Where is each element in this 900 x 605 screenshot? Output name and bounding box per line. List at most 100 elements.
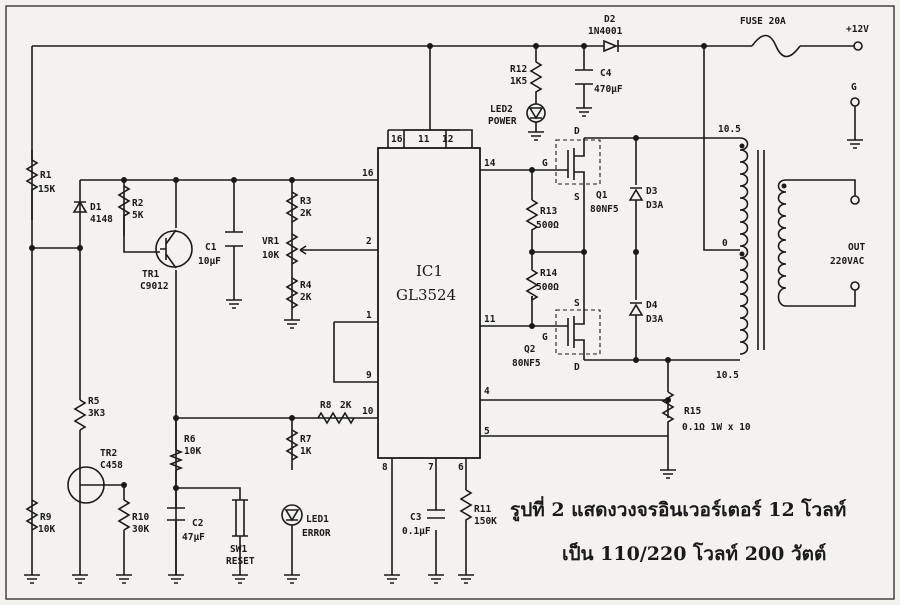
c2-label: C2 <box>192 518 203 529</box>
mosfet2-gate-label: G <box>542 332 548 343</box>
r2-label: R2 <box>132 198 143 209</box>
r6-label: R6 <box>184 434 196 445</box>
tr2-label: TR2 <box>100 448 117 459</box>
r10-label: R10 <box>132 512 149 523</box>
ic1-pin-13: 12 <box>442 134 453 145</box>
led-symbols <box>281 103 546 526</box>
ic1-pin-7: 7 <box>428 462 434 473</box>
d4-label: D4 <box>646 300 658 311</box>
r2-value: 5K <box>132 210 144 221</box>
led2-value: POWER <box>488 116 517 127</box>
tr1-label: TR1 <box>142 269 159 280</box>
ic1-pin-4: 4 <box>484 386 490 397</box>
tr1-value: C9012 <box>140 281 169 292</box>
ic1-label: IC1 <box>416 262 443 280</box>
transformer-symbol <box>739 137 787 355</box>
d1-label: D1 <box>90 202 102 213</box>
ic1-pin-2: 2 <box>366 236 372 247</box>
r7-value: 1K <box>300 446 312 457</box>
d2-label: D2 <box>604 14 615 25</box>
ic1-pin-5: 5 <box>484 426 490 437</box>
r3-value: 2K <box>300 208 312 219</box>
r12-label: R12 <box>510 64 527 75</box>
ic1-pin-6: 6 <box>458 462 464 473</box>
tr2-value: C458 <box>100 460 123 471</box>
ground-symbols <box>24 107 863 584</box>
capacitor-symbols <box>167 69 593 575</box>
q1-label: Q1 <box>596 190 608 201</box>
vr1-wiper-arrow <box>299 245 307 255</box>
transformer-top-tap: 10.5 <box>718 124 741 135</box>
r10-value: 30K <box>132 524 149 535</box>
mosfet-symbols <box>555 138 601 360</box>
led2-label: LED2 <box>490 104 513 115</box>
r12-value: 1K5 <box>510 76 527 87</box>
ic1-body <box>377 147 481 459</box>
ic1-top-pin-box <box>387 129 473 148</box>
mosfet2-drain-label: D <box>574 362 580 373</box>
r11-label: R11 <box>474 504 491 515</box>
led1-value: ERROR <box>302 528 331 539</box>
resistor-symbols <box>25 61 675 535</box>
d1-value: 4148 <box>90 214 113 225</box>
transformer-bottom-tap: 10.5 <box>716 370 739 381</box>
r4-value: 2K <box>300 292 312 303</box>
q1-value: 80NF5 <box>590 204 619 215</box>
c3-value: 0.1µF <box>402 526 431 537</box>
junction-dots <box>29 43 707 491</box>
c1-label: C1 <box>205 242 217 253</box>
d3-label: D3 <box>646 186 658 197</box>
c1-value: 10µF <box>198 256 221 267</box>
q2-label: Q2 <box>524 344 535 355</box>
ic1-part-number: GL3524 <box>396 286 456 304</box>
r13-label: R13 <box>540 206 557 217</box>
ic1-pin-14: 14 <box>484 158 496 169</box>
out-voltage-label: 220VAC <box>830 256 865 267</box>
diode-symbols <box>72 39 644 316</box>
d3-value: D3A <box>646 200 663 211</box>
r1-value: 15K <box>38 184 55 195</box>
r9-label: R9 <box>40 512 52 523</box>
ic1-pin-15: 16 <box>391 134 403 145</box>
ic1-pin-11: 11 <box>484 314 496 325</box>
r11-value: 150K <box>474 516 497 527</box>
r8-label: R8 <box>320 400 332 411</box>
terminal-circles <box>850 41 863 291</box>
c3-label: C3 <box>410 512 422 523</box>
fuse-symbol <box>751 34 801 58</box>
page-frame <box>5 5 895 600</box>
fuse-label: FUSE 20A <box>740 16 786 27</box>
transistor-symbols <box>67 229 193 504</box>
ic1-pin-10: 10 <box>362 406 374 417</box>
vin-label: +12V <box>846 24 869 35</box>
r3-label: R3 <box>300 196 312 207</box>
vr1-label: VR1 <box>262 236 279 247</box>
d2-value: 1N4001 <box>588 26 623 37</box>
ground-terminal-label: G <box>851 82 857 93</box>
ic1-pin-9: 9 <box>366 370 372 381</box>
labels: R1 15K D1 4148 R2 5K TR1 C9012 C1 10µF V… <box>38 14 869 567</box>
r13-value: 500Ω <box>536 220 559 231</box>
ic1-pin-1: 1 <box>366 310 372 321</box>
r6-value: 10K <box>184 446 201 457</box>
r9-value: 10K <box>38 524 55 535</box>
transformer-center-tap: 0 <box>722 238 728 249</box>
sw1-symbol <box>232 499 248 537</box>
c4-label: C4 <box>600 68 612 79</box>
r8-value: 2K <box>340 400 352 411</box>
r5-value: 3K3 <box>88 408 105 419</box>
r4-label: R4 <box>300 280 312 291</box>
ic1-pin-12: 11 <box>418 134 430 145</box>
caption-line-2: เป็น 110/220 โวลท์ 200 วัตต์ <box>562 541 826 565</box>
mosfet1-drain-label: D <box>574 126 580 137</box>
r15-value: 0.1Ω 1W x 10 <box>682 422 751 433</box>
sw1-value: RESET <box>226 556 255 567</box>
d4-value: D3A <box>646 314 663 325</box>
ic1-pin-16: 16 <box>362 168 374 179</box>
r5-label: R5 <box>88 396 100 407</box>
r14-label: R14 <box>540 268 557 279</box>
r7-label: R7 <box>300 434 311 445</box>
out-label: OUT <box>848 242 865 253</box>
